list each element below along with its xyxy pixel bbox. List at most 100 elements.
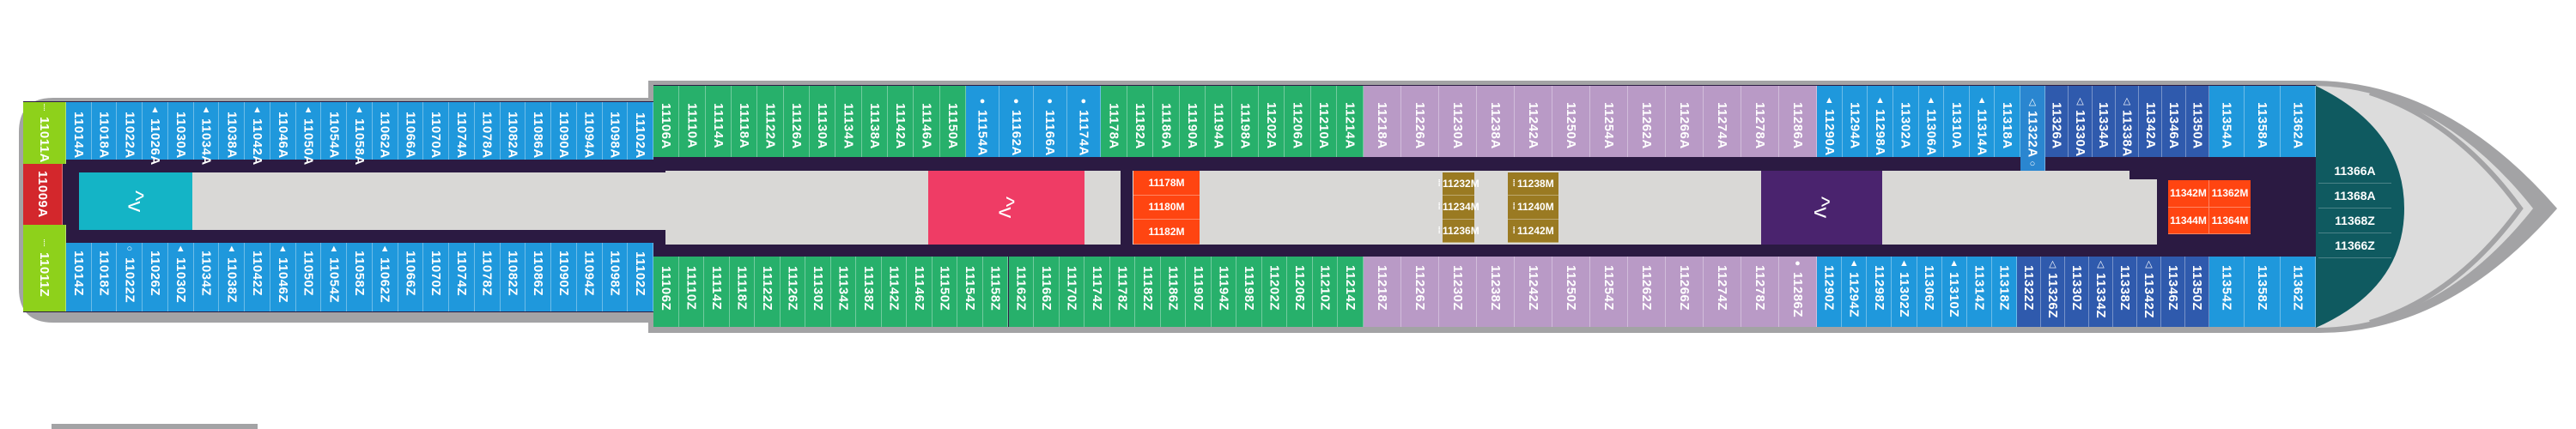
- cabin-11330A[interactable]: △11330A: [2069, 86, 2093, 157]
- cabin-11254Z[interactable]: 11254Z: [1590, 257, 1628, 327]
- cabin-11250Z[interactable]: 11250Z: [1552, 257, 1590, 327]
- cabin-11034A[interactable]: ▲11034A: [193, 102, 220, 166]
- cabin-11314Z[interactable]: 11314Z: [1966, 257, 1992, 327]
- cabin-11178M[interactable]: 11178M: [1133, 171, 1200, 196]
- cabin-11118A[interactable]: 11118A: [732, 86, 758, 157]
- cabin-11122A[interactable]: 11122A: [757, 86, 784, 157]
- cabin-11242M[interactable]: ⁞11242M: [1508, 219, 1558, 243]
- cabin-11334A[interactable]: 11334A: [2092, 86, 2116, 157]
- cabin-11062Z[interactable]: ▲11062Z: [372, 243, 398, 311]
- cabin-11146Z[interactable]: 11146Z: [907, 257, 933, 327]
- cabin-11318A[interactable]: 11318A: [1995, 86, 2020, 157]
- cabin-11314A[interactable]: ▲11314A: [1969, 86, 1996, 157]
- cabin-11346Z[interactable]: 11346Z: [2161, 257, 2185, 327]
- cabin-11350Z[interactable]: 11350Z: [2185, 257, 2209, 327]
- cabin-11286Z[interactable]: ●11286Z: [1779, 257, 1817, 327]
- cabin-11182M[interactable]: 11182M: [1133, 220, 1200, 245]
- cabin-11038Z[interactable]: ▲11038Z: [219, 243, 246, 311]
- cabin-11330Z[interactable]: 11330Z: [2065, 257, 2089, 327]
- cabin-11014A[interactable]: 11014A: [66, 102, 92, 160]
- cabin-11138A[interactable]: 11138A: [861, 86, 888, 157]
- cabin-11190Z[interactable]: 11190Z: [1186, 257, 1212, 327]
- cabin-11238M[interactable]: ⁞11238M: [1508, 172, 1558, 196]
- cabin-11242A[interactable]: 11242A: [1515, 86, 1552, 157]
- cabin-11326A[interactable]: 11326A: [2045, 86, 2069, 157]
- cabin-11130Z[interactable]: 11130Z: [805, 257, 831, 327]
- cabin-11354A[interactable]: 11354A: [2209, 86, 2245, 157]
- cabin-11070A[interactable]: 11070A: [423, 102, 450, 160]
- cabin-11046Z[interactable]: ▲11046Z: [270, 243, 296, 311]
- cabin-11026A[interactable]: ▲11026A: [143, 102, 168, 166]
- cabin-bottom-stern[interactable]: ⁞11011Z: [23, 225, 66, 311]
- cabin-11022Z[interactable]: ○11022Z: [117, 243, 143, 311]
- cabin-11266Z[interactable]: 11266Z: [1666, 257, 1704, 327]
- cabin-11114A[interactable]: 11114A: [705, 86, 732, 157]
- cabin-11086Z[interactable]: 11086Z: [526, 243, 552, 311]
- cabin-11306Z[interactable]: 11306Z: [1917, 257, 1942, 327]
- cabin-11266A[interactable]: 11266A: [1666, 86, 1704, 157]
- cabin-11240M[interactable]: ⁞11240M: [1508, 196, 1558, 220]
- cabin-11082A[interactable]: 11082A: [500, 102, 526, 160]
- cabin-11194Z[interactable]: 11194Z: [1211, 257, 1237, 327]
- cabin-11186Z[interactable]: 11186Z: [1160, 257, 1187, 327]
- cabin-11070Z[interactable]: 11070Z: [423, 243, 450, 311]
- cabin-11202A[interactable]: 11202A: [1258, 86, 1285, 157]
- cabin-11298Z[interactable]: 11298Z: [1867, 257, 1893, 327]
- cabin-11358Z[interactable]: 11358Z: [2245, 257, 2281, 327]
- cabin-11098Z[interactable]: 11098Z: [602, 243, 629, 311]
- cabin-11134Z[interactable]: 11134Z: [830, 257, 857, 327]
- cabin-11026Z[interactable]: 11026Z: [143, 243, 168, 311]
- cabin-11110Z[interactable]: 11110Z: [678, 257, 705, 327]
- cabin-11262A[interactable]: 11262A: [1628, 86, 1666, 157]
- cabin-11206A[interactable]: 11206A: [1285, 86, 1311, 157]
- cabin-11236M[interactable]: ⁞11236M: [1437, 219, 1479, 243]
- cabin-11130A[interactable]: 11130A: [810, 86, 836, 157]
- cabin-11358A[interactable]: 11358A: [2245, 86, 2281, 157]
- cabin-11146A[interactable]: 11146A: [914, 86, 940, 157]
- cabin-11090Z[interactable]: 11090Z: [551, 243, 577, 311]
- cabin-11366A[interactable]: 11366A: [2318, 159, 2391, 184]
- cabin-11030Z[interactable]: ▲11030Z: [167, 243, 194, 311]
- cabin-11058A[interactable]: ▲11058A: [347, 102, 373, 166]
- cabin-11346A[interactable]: 11346A: [2162, 86, 2186, 157]
- cabin-11102A[interactable]: 11102A: [628, 102, 653, 160]
- cabin-11338Z[interactable]: 11338Z: [2113, 257, 2137, 327]
- cabin-11030A[interactable]: 11030A: [167, 102, 194, 160]
- cabin-11202Z[interactable]: 11202Z: [1261, 257, 1288, 327]
- cabin-11226A[interactable]: 11226A: [1401, 86, 1439, 157]
- cabin-11354Z[interactable]: 11354Z: [2209, 257, 2245, 327]
- cabin-11206Z[interactable]: 11206Z: [1287, 257, 1313, 327]
- cabin-11368Z[interactable]: 11368Z: [2318, 208, 2391, 233]
- cabin-11210A[interactable]: 11210A: [1310, 86, 1338, 157]
- cabin-11306A[interactable]: ▲11306A: [1918, 86, 1945, 157]
- cabin-11342Z[interactable]: △11342Z: [2137, 257, 2161, 327]
- cabin-11174A[interactable]: ●11174A: [1066, 86, 1101, 157]
- cabin-11126Z[interactable]: 11126Z: [780, 257, 806, 327]
- cabin-11230A[interactable]: 11230A: [1439, 86, 1477, 157]
- cabin-11342M[interactable]: 11342M: [2168, 180, 2209, 208]
- cabin-11014Z[interactable]: 11014Z: [66, 243, 92, 311]
- cabin-11234M[interactable]: ⁞11234M: [1437, 196, 1479, 220]
- cabin-11038A[interactable]: 11038A: [219, 102, 246, 160]
- cabin-11274Z[interactable]: 11274Z: [1704, 257, 1741, 327]
- cabin-11018A[interactable]: 11018A: [91, 102, 118, 160]
- cabin-11178A[interactable]: 11178A: [1101, 86, 1127, 157]
- cabin-11250A[interactable]: 11250A: [1552, 86, 1590, 157]
- cabin-11214Z[interactable]: 11214Z: [1338, 257, 1364, 327]
- cabin-11142Z[interactable]: 11142Z: [881, 257, 908, 327]
- cabin-11214A[interactable]: 11214A: [1337, 86, 1364, 157]
- cabin-11054Z[interactable]: ▲11054Z: [321, 243, 348, 311]
- cabin-11158Z[interactable]: 11158Z: [982, 257, 1009, 327]
- cabin-11338A[interactable]: △11338A: [2115, 86, 2140, 157]
- cabin-11106Z[interactable]: 11106Z: [653, 257, 679, 327]
- cabin-11318Z[interactable]: 11318Z: [1991, 257, 2017, 327]
- cabin-11110A[interactable]: 11110A: [679, 86, 706, 157]
- cabin-11106A[interactable]: 11106A: [653, 86, 680, 157]
- cabin-11114Z[interactable]: 11114Z: [704, 257, 730, 327]
- cabin-11094Z[interactable]: 11094Z: [576, 243, 603, 311]
- cabin-11090A[interactable]: 11090A: [551, 102, 577, 160]
- cabin-11230Z[interactable]: 11230Z: [1439, 257, 1477, 327]
- cabin-11098A[interactable]: 11098A: [602, 102, 629, 160]
- cabin-11162A[interactable]: ●11162A: [999, 86, 1034, 157]
- cabin-11166Z[interactable]: 11166Z: [1034, 257, 1060, 327]
